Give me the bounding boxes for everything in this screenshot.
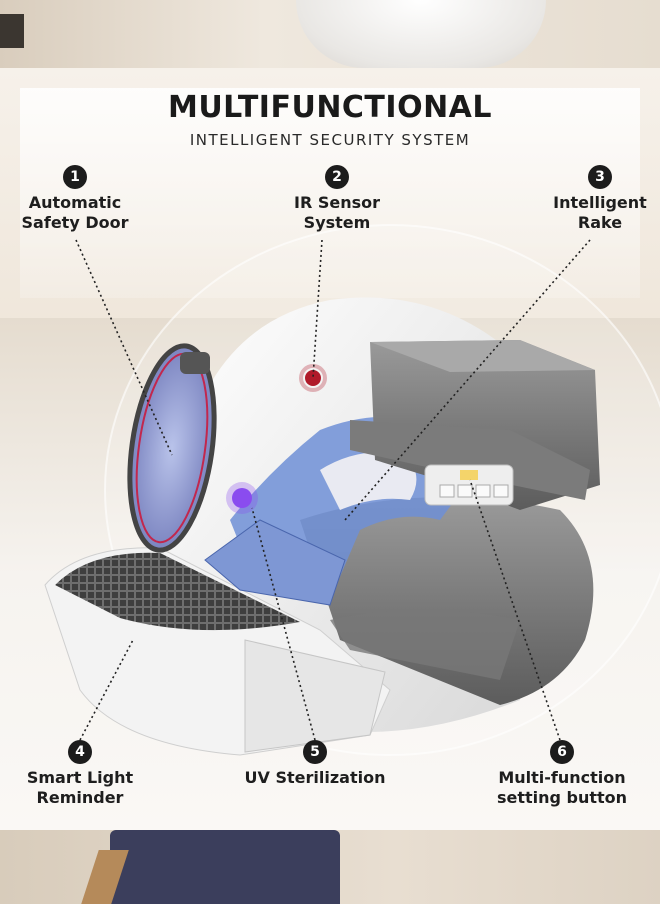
background-top-strip bbox=[0, 0, 660, 68]
background-bottom-strip bbox=[0, 830, 660, 904]
door-hinge bbox=[180, 352, 210, 374]
setting-indicator bbox=[460, 470, 478, 480]
feature-number-badge: 5 bbox=[303, 740, 327, 764]
lamp-shade bbox=[296, 0, 546, 68]
chair bbox=[110, 830, 340, 904]
bin-top bbox=[370, 340, 595, 372]
setting-key-3 bbox=[475, 484, 491, 498]
callout-line-6 bbox=[469, 479, 561, 741]
feature-3: 3 Intelligent Rake bbox=[540, 165, 660, 233]
setting-key-2 bbox=[457, 484, 473, 498]
bowl-inner bbox=[330, 610, 520, 680]
grid-floor bbox=[55, 552, 300, 631]
feature-label: Intelligent Rake bbox=[553, 193, 647, 232]
ir-sensor bbox=[305, 370, 321, 386]
feature-1: 1 Automatic Safety Door bbox=[0, 165, 150, 233]
feature-6: 6 Multi-function setting button bbox=[482, 740, 642, 808]
litter-box-illustration bbox=[44, 224, 660, 756]
feature-label: Automatic Safety Door bbox=[21, 193, 129, 232]
feature-5: 5 UV Sterilization bbox=[225, 740, 405, 788]
rake-rail bbox=[350, 420, 590, 500]
feature-number-badge: 3 bbox=[588, 165, 612, 189]
callout-line-4 bbox=[79, 639, 134, 741]
setting-key-4 bbox=[493, 484, 509, 498]
feature-label: Smart Light Reminder bbox=[26, 768, 134, 807]
callout-line-3 bbox=[344, 239, 591, 521]
feature-label: Multi-function setting button bbox=[496, 768, 628, 807]
feature-4: 4 Smart Light Reminder bbox=[10, 740, 150, 808]
feature-number-badge: 1 bbox=[63, 165, 87, 189]
feature-2: 2 IR Sensor System bbox=[262, 165, 412, 233]
feature-label: IR Sensor System bbox=[293, 193, 380, 232]
page-subtitle: INTELLIGENT SECURITY SYSTEM bbox=[189, 131, 471, 149]
rake-teeth bbox=[204, 519, 346, 606]
setting-key-1 bbox=[439, 484, 455, 498]
page-title: MULTIFUNCTIONAL bbox=[167, 90, 493, 125]
feature-number-badge: 4 bbox=[68, 740, 92, 764]
feature-label: UV Sterilization bbox=[244, 768, 386, 787]
uv-light-glow bbox=[226, 482, 258, 514]
callout-line-2 bbox=[312, 239, 323, 379]
uv-light bbox=[232, 488, 252, 508]
drawer-panel bbox=[244, 639, 386, 753]
callout-line-1 bbox=[75, 239, 173, 456]
feature-number-badge: 2 bbox=[325, 165, 349, 189]
feature-number-badge: 6 bbox=[550, 740, 574, 764]
callout-line-5 bbox=[251, 507, 316, 741]
wall-frame bbox=[0, 14, 24, 48]
